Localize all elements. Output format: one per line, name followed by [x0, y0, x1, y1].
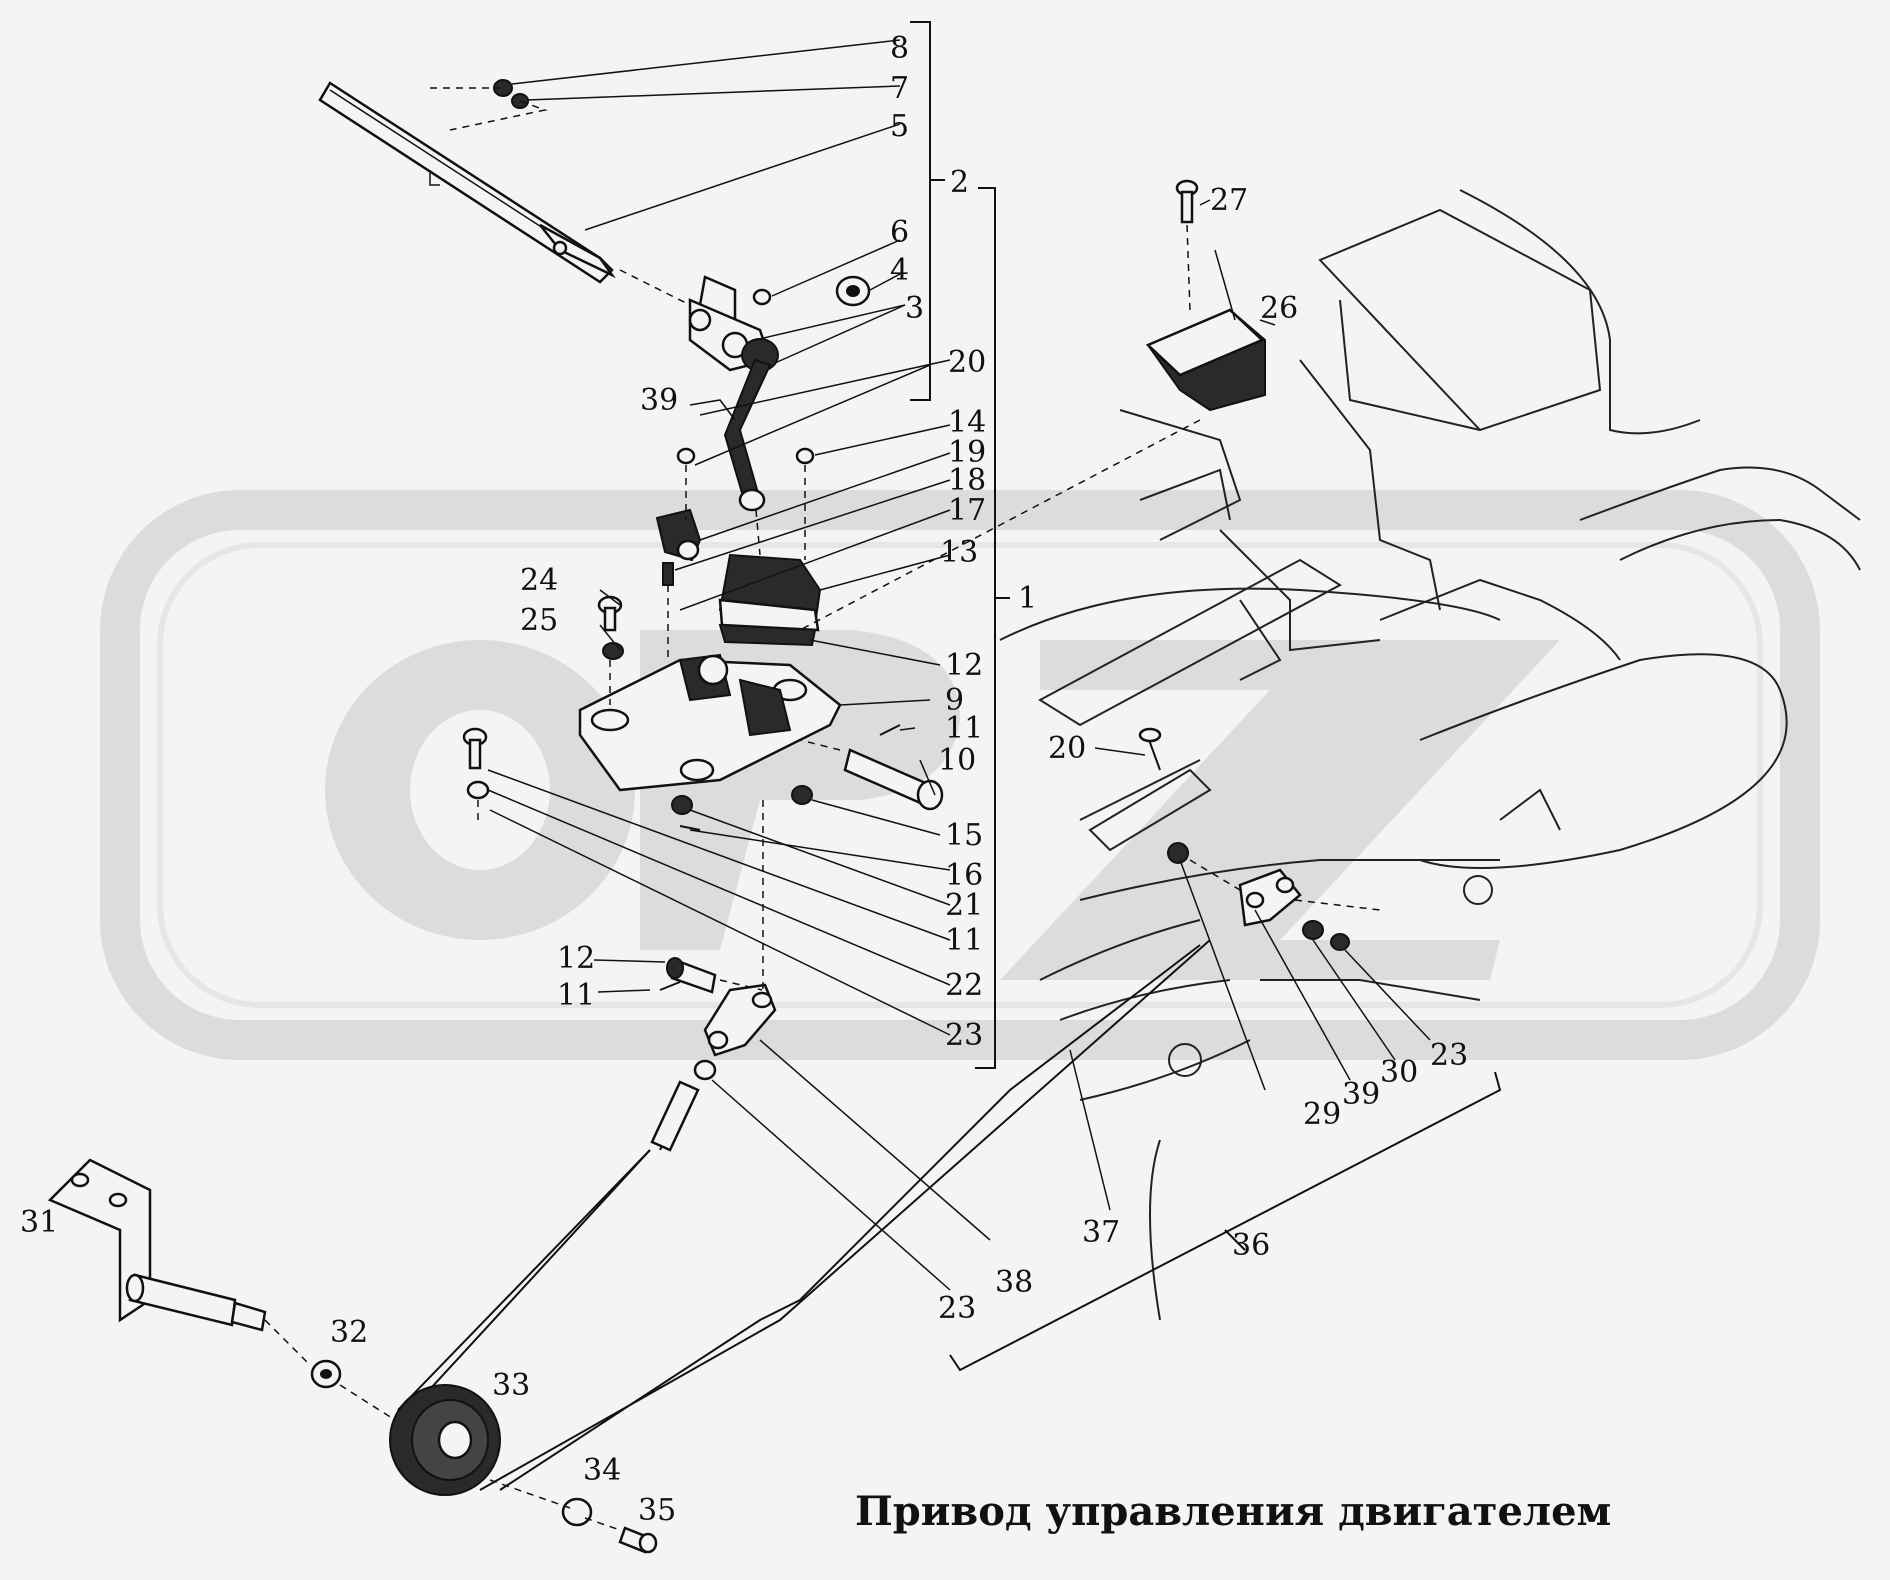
pin-10: [843, 748, 944, 811]
washer-34: [561, 1497, 593, 1527]
lever-39: [723, 358, 772, 512]
diagram-title: Привод управления двигателем: [855, 1488, 1611, 1535]
base-plate-9: [578, 653, 842, 792]
label-21: 21: [945, 888, 983, 923]
label-12-top: 12: [945, 648, 983, 683]
washer-23-right: [1330, 933, 1350, 951]
cotter-11-lower: [659, 981, 681, 991]
label-25: 25: [520, 603, 558, 638]
label-36: 36: [1232, 1228, 1270, 1263]
leader-lines: [487, 39, 1431, 1291]
label-19: 19: [948, 435, 986, 470]
label-26: 26: [1260, 291, 1298, 326]
nut-15: [791, 785, 813, 805]
label-11-low: 11: [557, 978, 595, 1013]
screw-20: [676, 447, 696, 465]
label-37: 37: [1082, 1215, 1120, 1250]
belt-strand-lower: [479, 939, 1211, 1491]
label-23-mid: 23: [945, 1018, 983, 1053]
nut-8: [493, 79, 513, 97]
nut-23: [693, 1059, 717, 1081]
screw-14: [795, 447, 815, 465]
spring-17: [662, 562, 674, 586]
label-8: 8: [890, 31, 909, 66]
group-bracket-1: [975, 187, 1010, 1069]
assembly-axis-lines: [264, 87, 1381, 1531]
label-39-left: 39: [640, 383, 678, 418]
label-20-top: 20: [948, 345, 986, 380]
label-31: 31: [20, 1205, 58, 1240]
nut-30: [1302, 920, 1324, 940]
label-13: 13: [940, 535, 978, 570]
group-bracket-36: [949, 1071, 1502, 1372]
label-11-mid: 11: [945, 923, 983, 958]
label-15: 15: [945, 818, 983, 853]
label-33: 33: [492, 1368, 530, 1403]
label-12-low: 12: [557, 941, 595, 976]
label-27: 27: [1210, 183, 1248, 218]
part-labels: 8 7 5 2 6 4 3 20 39 14 19 18 17 13 24 1 …: [20, 31, 1468, 1528]
screw-22: [462, 727, 488, 770]
label-24: 24: [520, 563, 558, 598]
label-7: 7: [890, 71, 909, 106]
bushing-4-hole: [846, 285, 860, 297]
bracket-26: [1145, 308, 1266, 412]
pin-12: [666, 957, 717, 994]
label-29: 29: [1303, 1097, 1341, 1132]
label-16: 16: [945, 858, 983, 893]
cotter-16: [679, 825, 701, 831]
label-2: 2: [950, 165, 969, 200]
label-39-right: 39: [1342, 1077, 1380, 1112]
bracket-3: [688, 275, 779, 372]
label-34: 34: [583, 1453, 621, 1488]
label-17: 17: [948, 493, 986, 528]
clamp-18: [655, 508, 702, 562]
engine-background-outline: [999, 189, 1861, 1321]
label-5: 5: [890, 109, 909, 144]
screw-24: [597, 595, 623, 632]
group-bracket-2: [910, 21, 945, 401]
belt-strand-upper: [397, 1149, 651, 1411]
clevis-38: [703, 983, 777, 1057]
label-6: 6: [890, 215, 909, 250]
screw-27: [1175, 179, 1199, 224]
label-11-right: 11: [945, 711, 983, 746]
cable-37-upper: [419, 1149, 651, 1401]
label-23-right: 23: [1430, 1038, 1468, 1073]
label-10: 10: [938, 743, 976, 778]
label-9: 9: [945, 683, 964, 718]
cotter-11: [879, 724, 901, 736]
label-22: 22: [945, 968, 983, 1003]
pin-20-right: [1147, 736, 1161, 771]
label-18: 18: [948, 463, 986, 498]
label-4: 4: [890, 253, 909, 288]
label-38: 38: [995, 1265, 1033, 1300]
label-32: 32: [330, 1315, 368, 1350]
nut-21: [671, 795, 693, 815]
label-35: 35: [638, 1493, 676, 1528]
housing-13: [718, 553, 822, 647]
label-20-right: 20: [1048, 731, 1086, 766]
pulley-33: [389, 1384, 501, 1496]
washer-23: [466, 780, 490, 800]
axle-31: [125, 1273, 267, 1332]
screw-29: [1167, 842, 1189, 864]
bolt-35: [618, 1526, 658, 1554]
label-3: 3: [905, 291, 924, 326]
pin-6: [752, 288, 772, 306]
label-23-low: 23: [938, 1291, 976, 1326]
label-14: 14: [948, 405, 986, 440]
lever-5: [318, 81, 616, 284]
cable-37: [499, 944, 1201, 1491]
washer-25: [602, 642, 624, 660]
label-30: 30: [1380, 1055, 1418, 1090]
label-1: 1: [1018, 581, 1037, 616]
